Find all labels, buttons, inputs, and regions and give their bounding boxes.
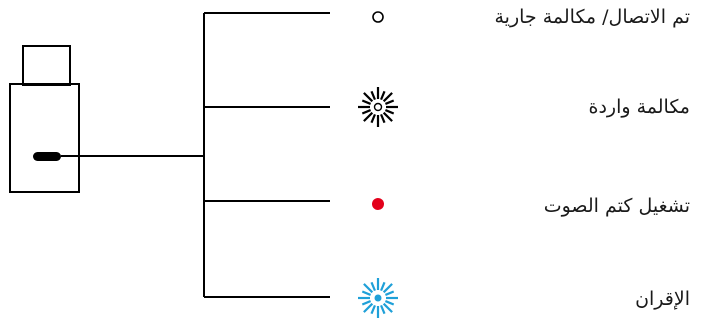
usb-dongle-body <box>9 83 80 193</box>
burst-ray <box>384 290 395 296</box>
burst-ray <box>384 109 395 115</box>
burst-ray <box>363 111 374 122</box>
burst-ray <box>370 90 376 101</box>
blinking-white-light-icon <box>358 87 398 127</box>
burst-ray <box>361 99 372 105</box>
leader-lines <box>61 12 330 298</box>
burst-ray <box>384 99 395 105</box>
burst-ray <box>382 92 393 103</box>
burst-ray <box>382 283 393 294</box>
burst-ray <box>380 281 386 292</box>
solid-red-light-icon <box>372 198 384 210</box>
burst-ray <box>361 109 372 115</box>
burst-ray <box>380 113 386 124</box>
burst-ray <box>361 290 372 296</box>
status-label-incoming-call: مكالمة واردة <box>588 96 690 118</box>
burst-ray <box>380 304 386 315</box>
steady-white-light-icon <box>372 11 384 23</box>
status-label-pairing: الإقران <box>635 288 690 310</box>
status-label-mute-on: تشغيل كتم الصوت <box>543 195 690 217</box>
burst-ray <box>370 113 376 124</box>
burst-ray <box>363 283 374 294</box>
dongle-led-slot <box>33 152 61 161</box>
blinking-blue-light-icon <box>358 278 398 318</box>
burst-ray <box>380 90 386 101</box>
burst-ray <box>384 300 395 306</box>
burst-ray <box>382 302 393 313</box>
burst-ray <box>363 302 374 313</box>
burst-ray <box>382 111 393 122</box>
burst-ray <box>361 300 372 306</box>
burst-ray <box>370 281 376 292</box>
usb-dongle <box>9 45 80 193</box>
burst-ray <box>370 304 376 315</box>
burst-ray <box>363 92 374 103</box>
status-label-connected: تم الاتصال/ مكالمة جارية <box>494 6 690 28</box>
usb-connector-tab <box>22 45 71 86</box>
